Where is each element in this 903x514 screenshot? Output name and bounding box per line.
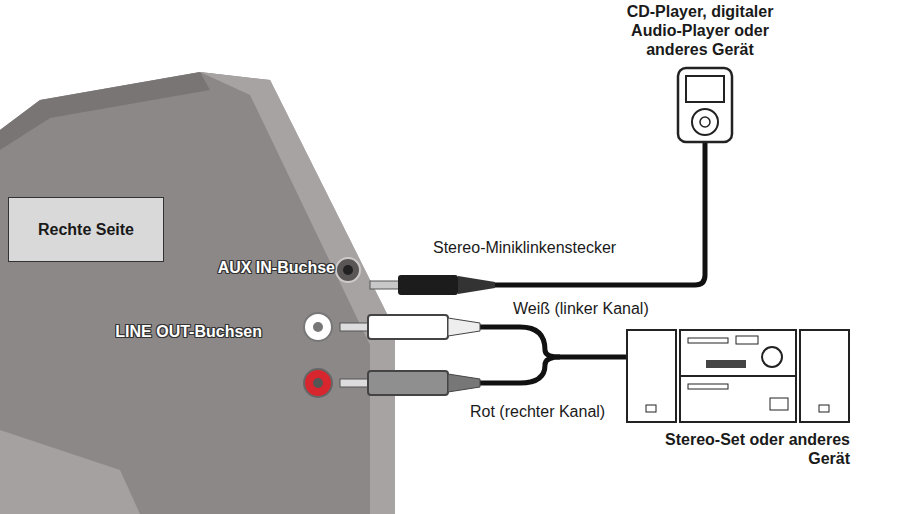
node-text: CD-Player, digitaler Audio-Player oder a… bbox=[600, 2, 800, 60]
mini-plug bbox=[398, 275, 458, 295]
speaker-logo bbox=[646, 405, 656, 412]
plug-strain-relief bbox=[448, 318, 480, 336]
player-screen bbox=[686, 76, 724, 102]
rca-plug-white bbox=[368, 315, 448, 339]
rca-cable bbox=[480, 357, 560, 383]
audio-cable bbox=[495, 140, 705, 285]
plug-label: Stereo-Miniklinkenstecker bbox=[433, 238, 616, 257]
rca-jack-hole bbox=[313, 322, 323, 332]
device-side-face bbox=[200, 72, 395, 514]
plug-strain-relief bbox=[448, 374, 480, 392]
device-label: CD-Player, digitaler Audio-Player oder a… bbox=[600, 2, 800, 60]
tape-slot bbox=[706, 360, 746, 368]
unit-divider bbox=[680, 375, 796, 377]
buttons bbox=[770, 398, 788, 410]
node-text: Rechte Seite bbox=[17, 220, 155, 239]
device-top-edge bbox=[0, 72, 210, 150]
speaker-right bbox=[800, 330, 849, 422]
plug-strain-relief bbox=[458, 276, 495, 294]
aux-jack-hole bbox=[343, 265, 353, 275]
rca-jack-red bbox=[304, 369, 332, 397]
channel-label: Weiß (linker Kanal) bbox=[513, 299, 649, 318]
volume-knob bbox=[762, 347, 782, 367]
rca-jack-white bbox=[304, 313, 332, 341]
node-text: Stereo-Set oder anderes Gerät bbox=[660, 430, 850, 468]
rca-jack-hole bbox=[313, 378, 323, 388]
speaker-logo bbox=[819, 405, 829, 412]
player-button bbox=[700, 117, 710, 127]
jack-label: AUX IN-Buchse bbox=[218, 258, 335, 277]
cd-slot bbox=[688, 338, 728, 343]
device-foot bbox=[0, 430, 140, 514]
plug-tip bbox=[370, 281, 400, 289]
device-body bbox=[0, 72, 395, 514]
device-label: Stereo-Set oder anderes Gerät bbox=[660, 430, 850, 468]
jack-label: LINE OUT-Buchsen bbox=[115, 322, 262, 341]
rca-pin bbox=[340, 379, 370, 387]
rca-pin bbox=[340, 323, 370, 331]
player-wheel bbox=[692, 109, 718, 135]
display bbox=[736, 336, 758, 344]
speaker-left bbox=[627, 330, 676, 422]
tray bbox=[688, 384, 728, 389]
aux-jack bbox=[336, 258, 360, 282]
channel-label: Rot (rechter Kanal) bbox=[470, 402, 605, 421]
rca-plug-red bbox=[368, 371, 448, 395]
stereo-unit bbox=[680, 330, 796, 422]
side-label-box: Rechte Seite bbox=[8, 197, 164, 262]
rca-cable bbox=[480, 327, 627, 357]
audio-player-icon bbox=[678, 68, 732, 142]
